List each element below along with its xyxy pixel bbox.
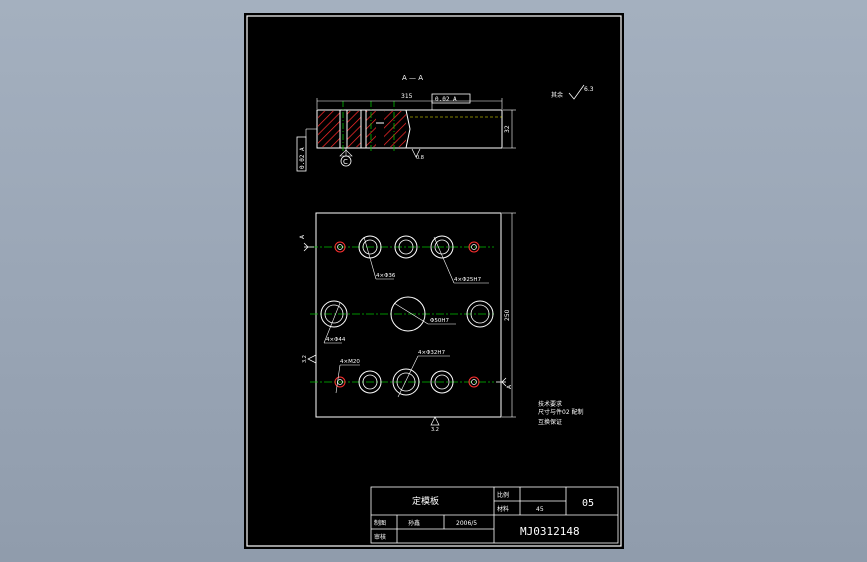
flatness-frame-box [296, 136, 307, 172]
leader [433, 236, 455, 284]
roughness-value: 0.8 [416, 155, 424, 161]
callout-hole-32: 4×Φ32H7 [418, 350, 446, 356]
leader [397, 355, 419, 398]
section-arrow-left [303, 242, 309, 252]
hole-32-inner [434, 374, 450, 390]
surface-note-value: 6.3 [584, 86, 594, 93]
hatch-region-4 [384, 111, 406, 147]
hole-36-inner [434, 239, 450, 255]
drawn-date: 2006/5 [456, 520, 477, 527]
hole-small [468, 241, 480, 253]
hole-44 [320, 300, 348, 328]
thickness-dim: 32 [504, 125, 511, 133]
sheet-number: 05 [582, 498, 594, 509]
datum-letter: C [343, 158, 348, 166]
section-edge [405, 109, 411, 130]
callout-hole-44: 4×Φ44 [326, 337, 346, 343]
section-view: 315 0.02 A 32 0.02 A C 0.8 [296, 93, 516, 172]
hole-44 [466, 300, 494, 328]
inner-border [246, 15, 622, 547]
material-label: 材料 [497, 505, 509, 513]
drawing-sheet: A — A 315 0.02 A 32 [244, 13, 624, 549]
tolerance-frame: 0.02 A [435, 96, 457, 103]
flatness-frame: 0.02 A [299, 147, 306, 169]
section-mark-right: A [506, 384, 513, 389]
callout-hole-20: 4×M20 [340, 359, 360, 365]
hole-32 [430, 370, 454, 394]
tech-req-line-1: 技术要求 [538, 400, 562, 408]
hatch-region-2 [347, 111, 361, 147]
hole-44-inner [470, 304, 490, 324]
hole-32-inner [396, 372, 416, 392]
hatch-region-1 [318, 111, 340, 147]
hole-44-inner [324, 304, 344, 324]
hole-small [334, 241, 346, 253]
roughness-left: 3.2 [302, 355, 308, 363]
section-edge [405, 128, 411, 149]
hole-36-inner [398, 239, 414, 255]
leader [323, 302, 341, 344]
roughness-symbol [430, 416, 440, 426]
callout-hole-25: 4×Φ25H7 [454, 277, 482, 283]
hole-50 [390, 296, 426, 332]
hole-32 [392, 368, 420, 396]
tolerance-frame-box [431, 93, 471, 104]
plan-view: 4×Φ36 4×Φ25H7 Φ50H7 4×Φ44 4×M20 4×Φ32H7 … [299, 212, 516, 433]
roughness-bottom: 3.2 [431, 427, 439, 433]
tech-req-line-2: 尺寸与件02 配制 [538, 408, 584, 416]
leader [335, 364, 341, 394]
part-name: 定模板 [412, 495, 439, 507]
surface-note-label: 其余 [551, 91, 563, 99]
checked-label: 审核 [374, 533, 386, 541]
hole-32 [358, 370, 382, 394]
scale-label: 比例 [497, 491, 509, 499]
section-arrow-right [501, 377, 507, 387]
section-label: A — A [402, 74, 423, 82]
hole-inner [337, 244, 343, 250]
datum-circle [340, 155, 352, 167]
leader [393, 302, 429, 325]
drawing-number: MJ0312148 [520, 525, 580, 538]
callout-hole-50: Φ50H7 [430, 318, 449, 324]
tech-req-line-3: 互换保证 [538, 418, 562, 426]
title-block [370, 486, 619, 544]
leader [363, 236, 377, 280]
surface-note-symbol [568, 84, 585, 100]
drawn-by: 孙鑫 [408, 519, 420, 527]
section-mark-left: A [299, 234, 306, 239]
callout-hole-36: 4×Φ36 [376, 273, 396, 279]
hole-small [468, 376, 480, 388]
drawn-label: 制图 [374, 519, 386, 527]
plate-outline [315, 212, 502, 418]
length-dim: 315 [401, 93, 413, 100]
hole-inner [471, 244, 477, 250]
height-dim: 250 [504, 309, 511, 321]
roughness-symbol [307, 354, 317, 364]
hole-small [334, 376, 346, 388]
hole-32-inner [362, 374, 378, 390]
roughness-symbol [411, 148, 421, 158]
material-value: 45 [536, 506, 544, 513]
hole-36-inner [362, 239, 378, 255]
hole-36 [430, 235, 454, 259]
hole-36 [394, 235, 418, 259]
hole-inner [471, 379, 477, 385]
cad-drawing: A — A 315 0.02 A 32 [246, 15, 622, 547]
